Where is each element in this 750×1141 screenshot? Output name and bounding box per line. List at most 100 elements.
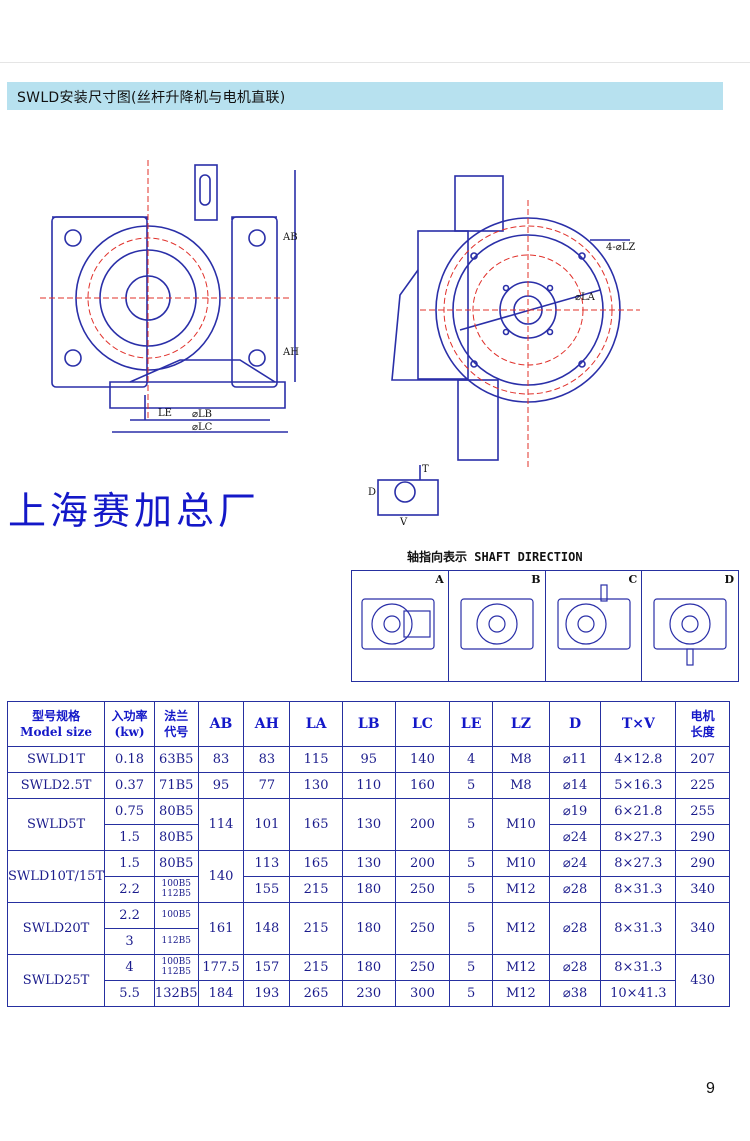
label-ah: AH <box>282 347 299 358</box>
cell: 177.5 <box>197 954 245 981</box>
header-ab: AB <box>197 701 245 747</box>
cell: 230 <box>341 980 396 1007</box>
cell: 0.18 <box>104 746 155 773</box>
cell: 430 <box>675 954 730 1007</box>
shaft-direction-panels: A B C D <box>351 570 739 682</box>
label-v: V <box>399 517 408 528</box>
shaft-panel-label: B <box>531 573 541 586</box>
cell: ⌀11 <box>548 746 602 773</box>
cell: 4×12.8 <box>600 746 677 773</box>
cell: 255 <box>675 798 730 825</box>
cell: 5 <box>449 876 494 903</box>
cell: 5 <box>449 772 494 799</box>
cell: 165 <box>289 850 343 877</box>
header-power: 入功率 (kw) <box>104 701 155 747</box>
shaft-panel-b: B <box>449 571 546 681</box>
cell: M10 <box>492 798 550 851</box>
cell: 215 <box>289 876 343 903</box>
header-d: D <box>548 701 602 747</box>
cell: 2.2 <box>104 902 155 929</box>
header-ah: AH <box>243 701 291 747</box>
cell: 71B5 <box>153 772 199 799</box>
cell: 215 <box>289 954 343 981</box>
cell: 83 <box>197 746 245 773</box>
spec-table: 型号规格 Model size 入功率 (kw) 法兰 代号 AB AH LA … <box>6 701 730 1007</box>
cell: 340 <box>675 876 730 903</box>
cell: ⌀38 <box>548 980 602 1007</box>
table-row: SWLD2.5T 0.37 71B5 95 77 130 110 160 5 M… <box>6 772 730 799</box>
cell: 80B5 <box>153 850 199 877</box>
shaft-panel-label: A <box>435 573 444 586</box>
cell: M8 <box>492 746 550 773</box>
cell: 8×31.3 <box>600 902 677 955</box>
cell: 155 <box>243 876 291 903</box>
table-row: SWLD25T 4 100B5 112B5 177.5 157 215 180 … <box>6 954 730 1007</box>
cell: 100B5 112B5 <box>153 954 199 981</box>
cell: 200 <box>394 850 451 877</box>
cell: 8×31.3 <box>600 876 677 903</box>
table-row: 1.5 80B5 ⌀24 8×27.3 290 <box>8 824 730 851</box>
cell: 250 <box>394 902 451 955</box>
cell: 4 <box>449 746 494 773</box>
cell: ⌀24 <box>548 824 602 851</box>
cell: 10×41.3 <box>600 980 677 1007</box>
cell: 148 <box>243 902 291 955</box>
cell: 8×31.3 <box>600 954 677 981</box>
cell: M10 <box>492 850 550 877</box>
cell: 77 <box>243 772 291 799</box>
cell: 100B5 112B5 <box>153 876 199 903</box>
cell: 101 <box>243 798 291 851</box>
cell: 157 <box>243 954 291 981</box>
cell: M12 <box>492 954 550 981</box>
table-row: SWLD5T 0.75 80B5 114 101 165 130 200 5 M… <box>6 798 730 851</box>
cell: 8×27.3 <box>600 824 677 851</box>
cell: 300 <box>394 980 451 1007</box>
cell: 3 <box>104 928 155 955</box>
cell: 130 <box>341 850 396 877</box>
shaft-panel-label: D <box>724 573 734 586</box>
cell: 200 <box>394 798 451 851</box>
section-title: SWLD安装尺寸图(丝杆升降机与电机直联) <box>17 90 286 106</box>
label-t: T <box>422 464 429 475</box>
cell: 4 <box>104 954 155 981</box>
cell: M12 <box>492 876 550 903</box>
cell: SWLD2.5T <box>6 772 106 799</box>
header-lc: LC <box>394 701 451 747</box>
cell: 80B5 <box>153 824 199 851</box>
label-lc: ⌀LC <box>192 422 213 433</box>
cell: 8×27.3 <box>600 850 677 877</box>
shaft-panel-label: C <box>628 573 638 586</box>
label-ab: AB <box>282 232 298 243</box>
cell: 161 <box>197 902 245 955</box>
cell: 180 <box>341 954 396 981</box>
header-lz: LZ <box>492 701 550 747</box>
cell: 250 <box>394 876 451 903</box>
cell: 1.5 <box>104 824 155 851</box>
label-lz: 4-⌀LZ <box>606 242 635 253</box>
cell: M8 <box>492 772 550 799</box>
cell: 95 <box>341 746 396 773</box>
cell: 5 <box>449 954 494 981</box>
cell: 113 <box>243 850 291 877</box>
cell: 114 <box>197 798 245 851</box>
table-row: SWLD20T 2.2 100B5 161 148 215 180 250 5 … <box>6 902 730 955</box>
cell: 207 <box>675 746 730 773</box>
table-row: 2.2 100B5 112B5 155 215 180 250 5 M12 ⌀2… <box>8 876 730 903</box>
header-txv: T×V <box>600 701 677 747</box>
cell: M12 <box>492 980 550 1007</box>
cell: 290 <box>675 824 730 851</box>
cell: 5 <box>449 850 494 877</box>
header-model: 型号规格 Model size <box>6 701 106 747</box>
table-row: SWLD1T 0.18 63B5 83 83 115 95 140 4 M8 ⌀… <box>6 746 730 773</box>
cell: ⌀14 <box>548 772 602 799</box>
cell: 340 <box>675 902 730 955</box>
cell: ⌀19 <box>548 798 602 825</box>
cell: 80B5 <box>153 798 199 825</box>
cell: 1.5 <box>104 850 155 877</box>
cell: 132B5 <box>153 980 199 1007</box>
cell: 250 <box>394 954 451 981</box>
cell: 140 <box>197 850 245 903</box>
table-header-row: 型号规格 Model size 入功率 (kw) 法兰 代号 AB AH LA … <box>6 701 730 747</box>
cell: 5 <box>449 902 494 955</box>
cell: 290 <box>675 850 730 877</box>
